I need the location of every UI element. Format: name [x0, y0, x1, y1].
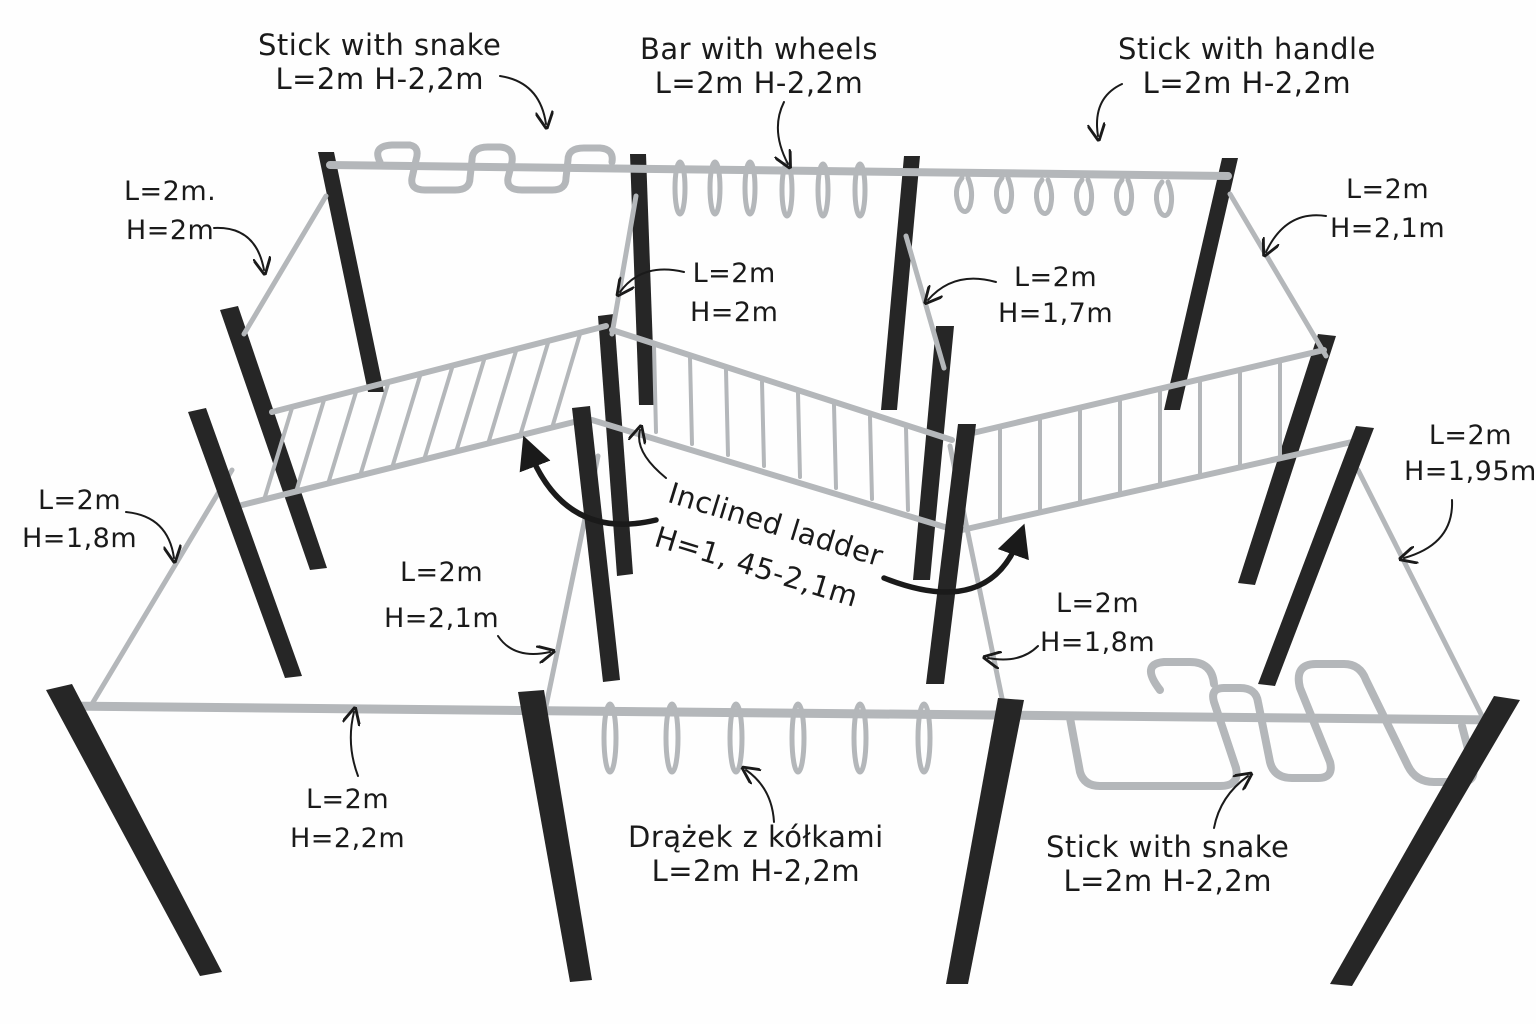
label-snake-back-title: Stick with snake — [258, 28, 502, 62]
label-front-left: L=2m H=2,2m — [290, 780, 405, 858]
label-left-upper-l: L=2m. — [124, 176, 217, 207]
label-handle-back-dims: L=2m H-2,2m — [1142, 66, 1352, 101]
post-lm-3 — [926, 424, 976, 684]
label-right-mid: L=2m H=1,95m — [1404, 418, 1536, 491]
arrow-snake-back — [499, 75, 546, 124]
post-front-1 — [46, 684, 222, 976]
label-snake-front-title: Stick with snake — [1046, 830, 1290, 864]
label-center-lower-right: L=2m H=1,8m — [1040, 584, 1155, 662]
label-center-lower-right-h: H=1,8m — [1040, 627, 1156, 659]
label-handle-back: Stick with handle L=2m H-2,2m — [1118, 32, 1376, 100]
front-posts — [46, 684, 1520, 986]
arrow-right-upper — [1266, 214, 1327, 252]
label-snake-back-dims: L=2m H-2,2m — [275, 62, 484, 97]
label-center-lower-left: L=2m H=2,1m — [384, 550, 499, 643]
label-wheels-front-dims: L=2m H-2,2m — [651, 854, 861, 889]
inclined-ladders — [235, 323, 1355, 533]
label-left-lower: L=2m H=1,8m — [22, 482, 137, 558]
label-wheels-back: Bar with wheels L=2m H-2,2m — [640, 32, 878, 100]
arrow-inclined-small — [639, 430, 667, 479]
post-front-2 — [518, 690, 592, 982]
post-lm-4 — [1258, 426, 1374, 686]
arrow-wheels-back — [778, 101, 788, 164]
arrow-handle-back — [1097, 83, 1123, 136]
front-top-bar — [55, 658, 1505, 790]
arrow-wheels-front — [746, 770, 775, 823]
label-center-upper-l: L=2m — [692, 258, 776, 289]
label-left-lower-h: H=1,8m — [22, 522, 138, 554]
label-wheels-front-title: Drążek z kółkami — [628, 820, 884, 854]
annotation-arrows — [125, 75, 1454, 829]
arrow-inclined-left — [519, 435, 659, 527]
back-top-bar — [326, 141, 1232, 219]
label-center-upper-h: H=2m — [690, 297, 779, 329]
arrow-inclined-right — [881, 523, 1029, 595]
label-wheels-back-title: Bar with wheels — [640, 32, 878, 66]
arrow-center-mid — [928, 277, 997, 300]
label-left-upper-h: H=2m — [125, 215, 215, 247]
label-center-lower-left-l: L=2m — [400, 557, 484, 588]
label-wheels-back-dims: L=2m H-2,2m — [654, 66, 864, 101]
arrow-center-lower-left — [497, 635, 550, 654]
arrow-left-upper — [213, 226, 264, 270]
arrow-left-lower — [125, 511, 174, 558]
label-right-mid-h: H=1,95m — [1404, 456, 1536, 488]
post-back-3 — [881, 156, 920, 410]
label-left-upper: L=2m. H=2m — [124, 172, 216, 250]
back-posts — [318, 152, 1238, 410]
label-wheels-front: Drążek z kółkami L=2m H-2,2m — [628, 820, 884, 888]
post-front-4 — [1330, 696, 1520, 986]
lower-middle-posts — [188, 406, 1374, 686]
post-back-4 — [1164, 158, 1238, 410]
label-center-mid-l: L=2m — [1014, 262, 1098, 293]
label-right-upper: L=2m H=2,1m — [1330, 170, 1445, 248]
label-right-upper-h: H=2,1m — [1330, 213, 1446, 245]
label-right-upper-l: L=2m — [1346, 174, 1430, 205]
label-center-lower-left-h: H=2,1m — [384, 603, 500, 635]
label-snake-back: Stick with snake L=2m H-2,2m — [258, 28, 501, 96]
label-right-mid-l: L=2m — [1428, 420, 1512, 451]
post-mid-3 — [913, 326, 954, 580]
label-left-lower-l: L=2m — [38, 485, 122, 516]
label-front-left-h: H=2,2m — [290, 823, 406, 855]
arrow-right-mid — [1404, 499, 1454, 558]
label-snake-front-dims: L=2m H-2,2m — [1063, 864, 1272, 899]
post-lm-2 — [572, 406, 620, 682]
post-mid-1 — [220, 306, 327, 570]
post-mid-2 — [598, 314, 633, 576]
arrow-center-upper — [620, 268, 685, 293]
label-center-upper: L=2m H=2m — [690, 254, 778, 332]
label-center-mid-h: H=1,7m — [998, 297, 1114, 329]
label-snake-front: Stick with snake L=2m H-2,2m — [1046, 830, 1289, 898]
label-center-lower-right-l: L=2m — [1056, 588, 1140, 619]
post-front-3 — [946, 698, 1024, 984]
arrow-snake-front — [1213, 776, 1248, 829]
label-front-left-l: L=2m — [306, 784, 390, 815]
label-handle-back-title: Stick with handle — [1118, 32, 1376, 66]
post-back-1 — [318, 152, 384, 392]
arrow-front-left — [351, 712, 358, 777]
inclined-ladder-big-arrows — [519, 435, 1029, 595]
post-lm-1 — [188, 408, 302, 678]
label-center-mid: L=2m H=1,7m — [998, 260, 1113, 331]
arrow-center-lower-right — [988, 645, 1039, 660]
